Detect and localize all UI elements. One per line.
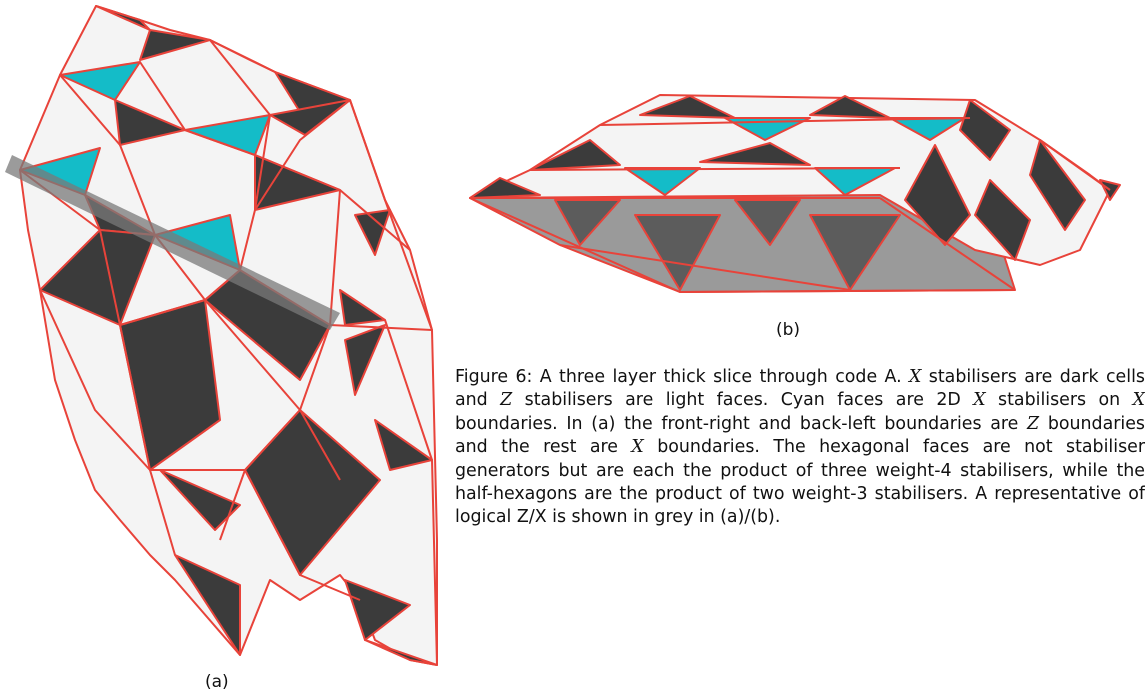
dark-cell [374,419,433,471]
caption-math-x: X [1132,390,1145,411]
dark-cell [364,639,438,666]
caption-math-x: X [631,437,644,458]
light-face-region [469,94,1111,266]
cyan-face [59,61,141,101]
dark-cell [634,214,721,291]
caption-text: boundaries and the rest are [455,413,1145,458]
dark-cell [734,199,801,246]
dark-cell [639,95,736,119]
dark-cell [344,324,386,396]
cyan-face [889,117,966,141]
figure-caption: Figure 6: A three layer thick slice thro… [455,366,1145,530]
caption-math-z: Z [1027,413,1040,434]
dark-cell [469,177,541,199]
panel-a-figure [5,5,438,666]
dark-cell [354,209,391,256]
caption-text: A three layer thick slice through code A… [532,367,910,387]
dark-cell [529,139,621,171]
dark-cell [174,554,241,656]
dark-cell [139,29,211,61]
dark-cell [809,214,901,291]
caption-text: stabilisers on [985,390,1133,411]
panel-b-label: (b) [776,320,801,340]
panel-a-label: (a) [205,672,229,692]
dark-cell [339,289,386,326]
caption-prefix: Figure 6: [455,367,533,387]
dark-cell [699,142,811,166]
logical-operator-bar [5,155,340,330]
caption-text: stabilisers are dark cells and [455,367,1145,411]
dark-cell [344,579,411,641]
caption-text: boundaries. The hexagonal faces are not … [455,437,1145,528]
dark-cell [974,179,1031,261]
dark-cell [209,39,276,73]
dark-cell [554,199,621,246]
dark-cell [1029,139,1086,231]
caption-math-x: X [909,367,922,387]
dark-cell [114,99,186,146]
cyan-face [624,167,701,196]
dark-cell [959,99,1011,161]
caption-text: stabilisers are light faces. Cyan faces … [512,390,974,411]
dark-cell [95,5,151,31]
caption-text: boundaries. In (a) the front-right and b… [455,413,1028,434]
caption-math-z: Z [500,390,513,411]
dark-cell [904,144,971,246]
cyan-face [814,167,896,196]
dark-cell [1099,179,1121,201]
caption-math-x: X [973,390,986,411]
cyan-face [724,117,811,141]
dark-cell [809,95,891,119]
logical-grey-band [469,179,1016,293]
